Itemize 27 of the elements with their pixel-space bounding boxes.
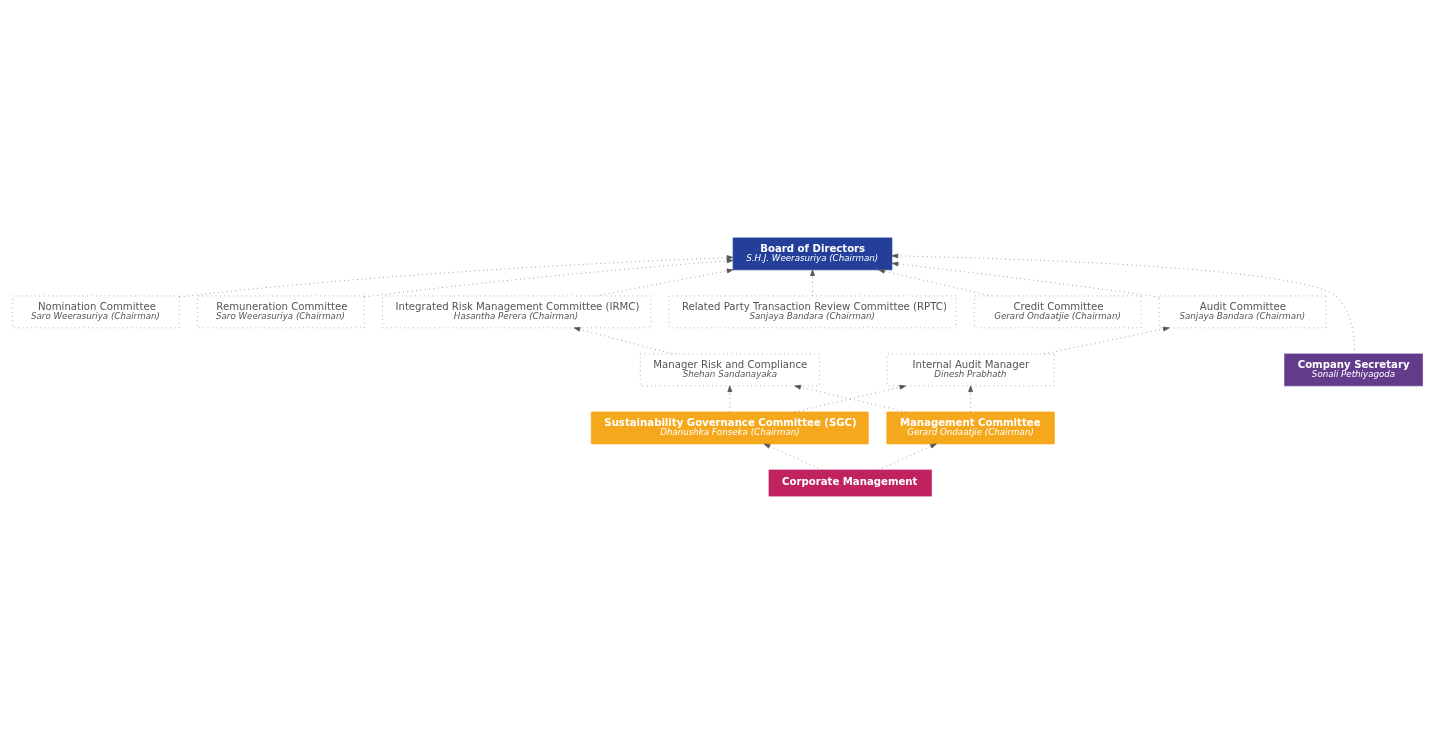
arrow [1043,326,1170,355]
arrow [573,327,673,355]
node-box: Company Secretary Sonali Pethiyagoda [1284,353,1423,387]
arrow [891,253,1355,355]
node-box: Nomination Committee Saro Weerasuriya (Chairman) [12,295,180,329]
arrow [968,385,973,413]
arrow [595,268,734,297]
node-box: Related Party Transaction Review Committee (RPTC) Sanjaya Bandara (Chairman) [668,295,957,329]
node-box: Credit Committee Gerard Ondaatjie (Chairman) [973,295,1142,329]
arrow [794,384,907,413]
node-box: Integrated Risk Management Committee (IRMC) Hasantha Perera (Chairman) [382,295,652,329]
arrow [810,269,815,297]
arrow [727,385,733,413]
node-box: Internal Audit Manager Dinesh Prabhath [886,353,1055,387]
arrow [364,258,734,298]
node-box: Manager Risk and Compliance Shehan Sandanayaka [639,353,820,387]
node-box: Board of Directors S.H.J. Weerasuriya (Chairman) [732,237,893,271]
arrow [763,443,823,471]
arrow [179,255,734,298]
node-box: Sustainability Governance Committee (SGC) Dhanushka Fonseka (Chairman) [590,411,869,445]
node-box: Corporate Management [768,469,932,497]
node-box: Remuneration Committee Saro Weerasuriya (Chairman) [197,295,365,329]
arrow [891,261,1160,298]
arrow [878,268,992,297]
node-box: Management Committee Gerard Ondaatjie (Chairman) [886,411,1055,445]
arrow [877,443,937,471]
node-box: Audit Committee Sanjaya Bandara (Chairman) [1158,295,1327,329]
